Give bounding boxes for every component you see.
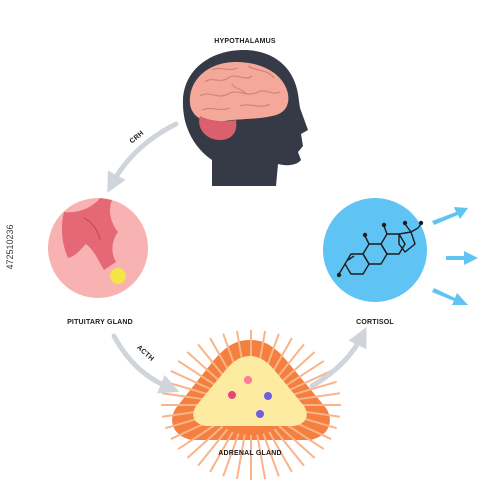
adrenal-stripe [170, 370, 216, 393]
stock-id-text: 472510236 [5, 224, 15, 270]
cortisol-circle [323, 198, 427, 302]
adrenal-stripe [222, 433, 240, 477]
adrenal-stripe [209, 431, 234, 473]
head-illustration [182, 50, 308, 186]
pituitary-stalk [83, 217, 101, 241]
label-adrenal-gland: ADRENAL GLAND [218, 450, 282, 457]
brain-folds [199, 65, 281, 111]
adrenal-stripe [273, 428, 305, 467]
adrenal-stripe [235, 434, 246, 480]
adrenal-stripe [268, 431, 293, 473]
adrenal-stripe [186, 425, 224, 459]
adrenal-stripe [286, 370, 332, 393]
adrenal-stripe [186, 351, 224, 385]
steroid-atoms [336, 220, 424, 278]
adrenal-stripe [282, 421, 325, 450]
adrenal-stripe [278, 425, 316, 459]
output-arrow-icon [432, 288, 468, 305]
acth-arrow [111, 333, 180, 394]
cell-dot [264, 392, 272, 400]
adrenal-stripe [288, 380, 337, 397]
adrenal-stripe [256, 434, 267, 480]
adrenal-stripe [177, 421, 220, 450]
cortisol-illustration [323, 198, 427, 302]
pituitary-tissue [61, 198, 118, 270]
cortisol-arrow [309, 327, 367, 389]
label-hypothalamus: HYPOTHALAMUS [214, 38, 276, 45]
adrenal-stripe [262, 433, 280, 477]
label-cortisol: CORTISOL [356, 319, 394, 326]
cell-dot [228, 391, 236, 399]
adrenal-gland-illustration [161, 330, 341, 480]
adrenal-stripe [290, 392, 341, 402]
adrenal-stripe [273, 343, 305, 382]
cerebellum [199, 116, 237, 140]
label-pituitary-gland: PITUITARY GLAND [67, 319, 133, 326]
crh-arrow [107, 121, 179, 193]
adrenal-stripe [177, 360, 220, 389]
output-arrow-icon [446, 251, 478, 265]
output-arrow-icon [432, 207, 468, 225]
adrenal-stripe [278, 351, 316, 385]
stock-id-strip: 472510236 [0, 0, 15, 500]
adrenal-inner [193, 356, 307, 426]
adrenal-stripe [197, 428, 229, 467]
steroid-structure-icon [338, 223, 422, 275]
gland-dot [110, 268, 126, 284]
pituitary-gland-illustration [48, 198, 148, 298]
cell-dot [244, 376, 252, 384]
cell-dot [256, 410, 264, 418]
adrenal-stripe [282, 360, 325, 389]
output-arrows [432, 207, 478, 305]
